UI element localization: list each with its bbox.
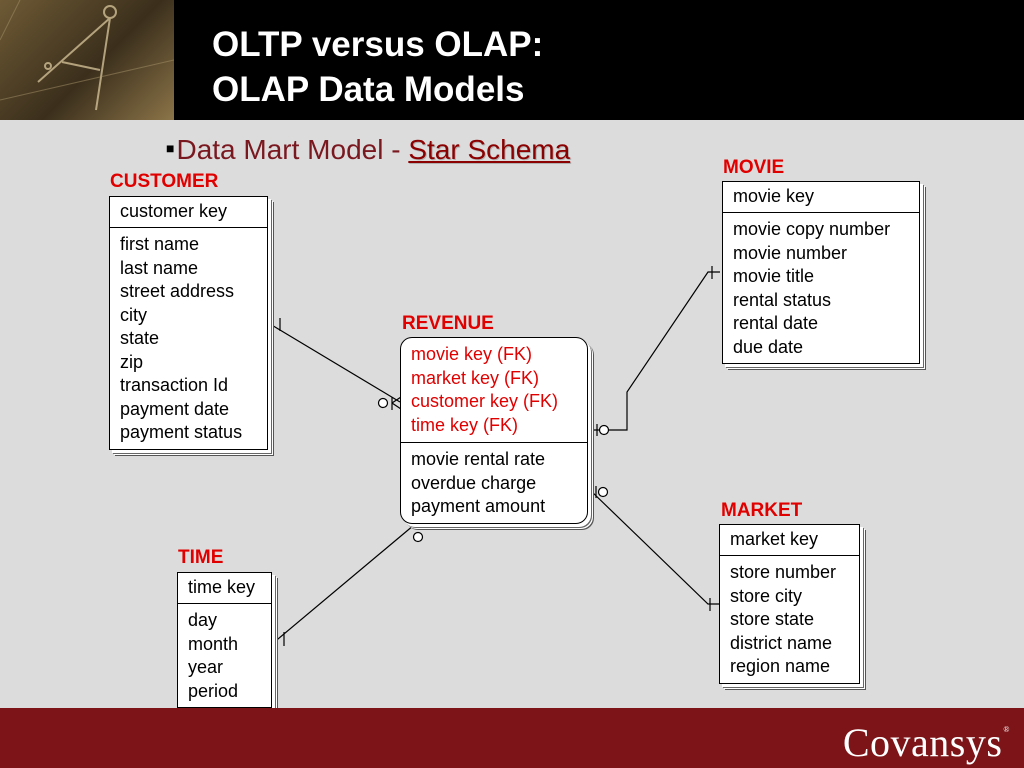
time-revenue-line: [271, 519, 421, 645]
revenue-entity: movie key (FK) market key (FK) customer …: [400, 337, 588, 524]
footer-bar: Covansys®: [0, 708, 1024, 768]
customer-attribute: city: [120, 304, 147, 325]
revenue-foreign-keys: movie key (FK) market key (FK) customer …: [401, 338, 587, 443]
movie-attribute: rental status: [733, 289, 832, 310]
movie-zero-marker: [598, 424, 610, 436]
slide-title-line-2: OLAP Data Models: [212, 70, 525, 109]
movie-revenue-line: [590, 271, 720, 431]
movie-attributes: movie copy number movie number movie tit…: [723, 213, 919, 363]
customer-zero-marker: [377, 397, 389, 409]
revenue-entity-title: REVENUE: [402, 313, 494, 334]
time-attribute: period: [188, 680, 239, 701]
bullet-text: Data Mart Model -: [176, 134, 409, 165]
time-entity: time key day month year period: [177, 572, 272, 708]
market-attribute: store city: [730, 585, 803, 606]
brand-name: Covansys: [842, 720, 1003, 765]
movie-attribute: movie title: [733, 266, 815, 286]
customer-attribute: last name: [120, 257, 199, 278]
bullet-square-icon: ■: [166, 140, 175, 156]
market-revenue-line: [589, 489, 720, 605]
time-entity-title: TIME: [178, 547, 224, 568]
market-attributes: store number store city store state dist…: [720, 556, 859, 683]
movie-attribute: due date: [733, 336, 804, 357]
revenue-attribute: overdue charge: [411, 472, 537, 493]
customer-key-field: customer key: [110, 197, 267, 228]
customer-attribute: first name: [120, 234, 200, 254]
customer-crow-toe-1: [391, 396, 402, 404]
movie-entity-title: MOVIE: [723, 157, 785, 178]
customer-crow-toe-2: [391, 402, 402, 410]
customer-entity-title: CUSTOMER: [110, 171, 219, 192]
slide-title-line-1: OLTP versus OLAP:: [212, 25, 544, 64]
revenue-attributes: movie rental rate overdue charge payment…: [401, 443, 587, 523]
company-logo: Covansys®: [843, 719, 1010, 766]
time-attribute: year: [188, 657, 224, 677]
slide-title: OLTP versus OLAP: OLAP Data Models: [212, 22, 543, 112]
revenue-attribute: movie rental rate: [411, 449, 546, 469]
customer-attribute: street address: [120, 281, 235, 301]
time-key-field: time key: [178, 573, 271, 604]
market-entity: market key store number store city store…: [719, 524, 860, 684]
market-key-field: market key: [720, 525, 859, 556]
customer-attribute: state: [120, 328, 160, 348]
customer-attribute: transaction Id: [120, 375, 229, 395]
header-bar: OLTP versus OLAP: OLAP Data Models: [0, 0, 1024, 120]
time-attributes: day month year period: [178, 604, 271, 707]
revenue-foreign-key: time key (FK): [411, 414, 519, 435]
customer-attributes: first name last name street address city…: [110, 228, 267, 449]
customer-attribute: payment date: [120, 398, 230, 419]
revenue-foreign-key: customer key (FK): [411, 391, 559, 411]
movie-attribute: movie copy number: [733, 219, 891, 239]
market-attribute: region name: [730, 656, 831, 676]
revenue-attribute: payment amount: [411, 496, 546, 516]
bullet-emphasis: Star Schema: [408, 134, 571, 165]
customer-revenue-line: [269, 323, 401, 403]
revenue-foreign-key: movie key (FK): [411, 344, 533, 364]
customer-entity: customer key first name last name street…: [109, 196, 268, 450]
time-zero-marker: [412, 531, 424, 543]
time-attribute: month: [188, 633, 239, 654]
movie-key-field: movie key: [723, 182, 919, 213]
movie-attribute: rental date: [733, 313, 819, 333]
market-attribute: store state: [730, 609, 815, 629]
movie-entity: movie key movie copy number movie number…: [722, 181, 920, 364]
customer-attribute: payment status: [120, 422, 243, 442]
bullet-heading: ■Data Mart Model - Star Schema: [166, 134, 570, 166]
market-entity-title: MARKET: [721, 500, 803, 521]
market-attribute: district name: [730, 632, 833, 653]
trademark-symbol: ®: [1003, 725, 1010, 734]
market-attribute: store number: [730, 562, 837, 582]
customer-attribute: zip: [120, 351, 144, 372]
compass-image: [0, 0, 174, 120]
market-zero-marker: [597, 486, 609, 498]
movie-attribute: movie number: [733, 242, 848, 263]
time-attribute: day: [188, 610, 218, 630]
revenue-foreign-key: market key (FK): [411, 367, 540, 388]
